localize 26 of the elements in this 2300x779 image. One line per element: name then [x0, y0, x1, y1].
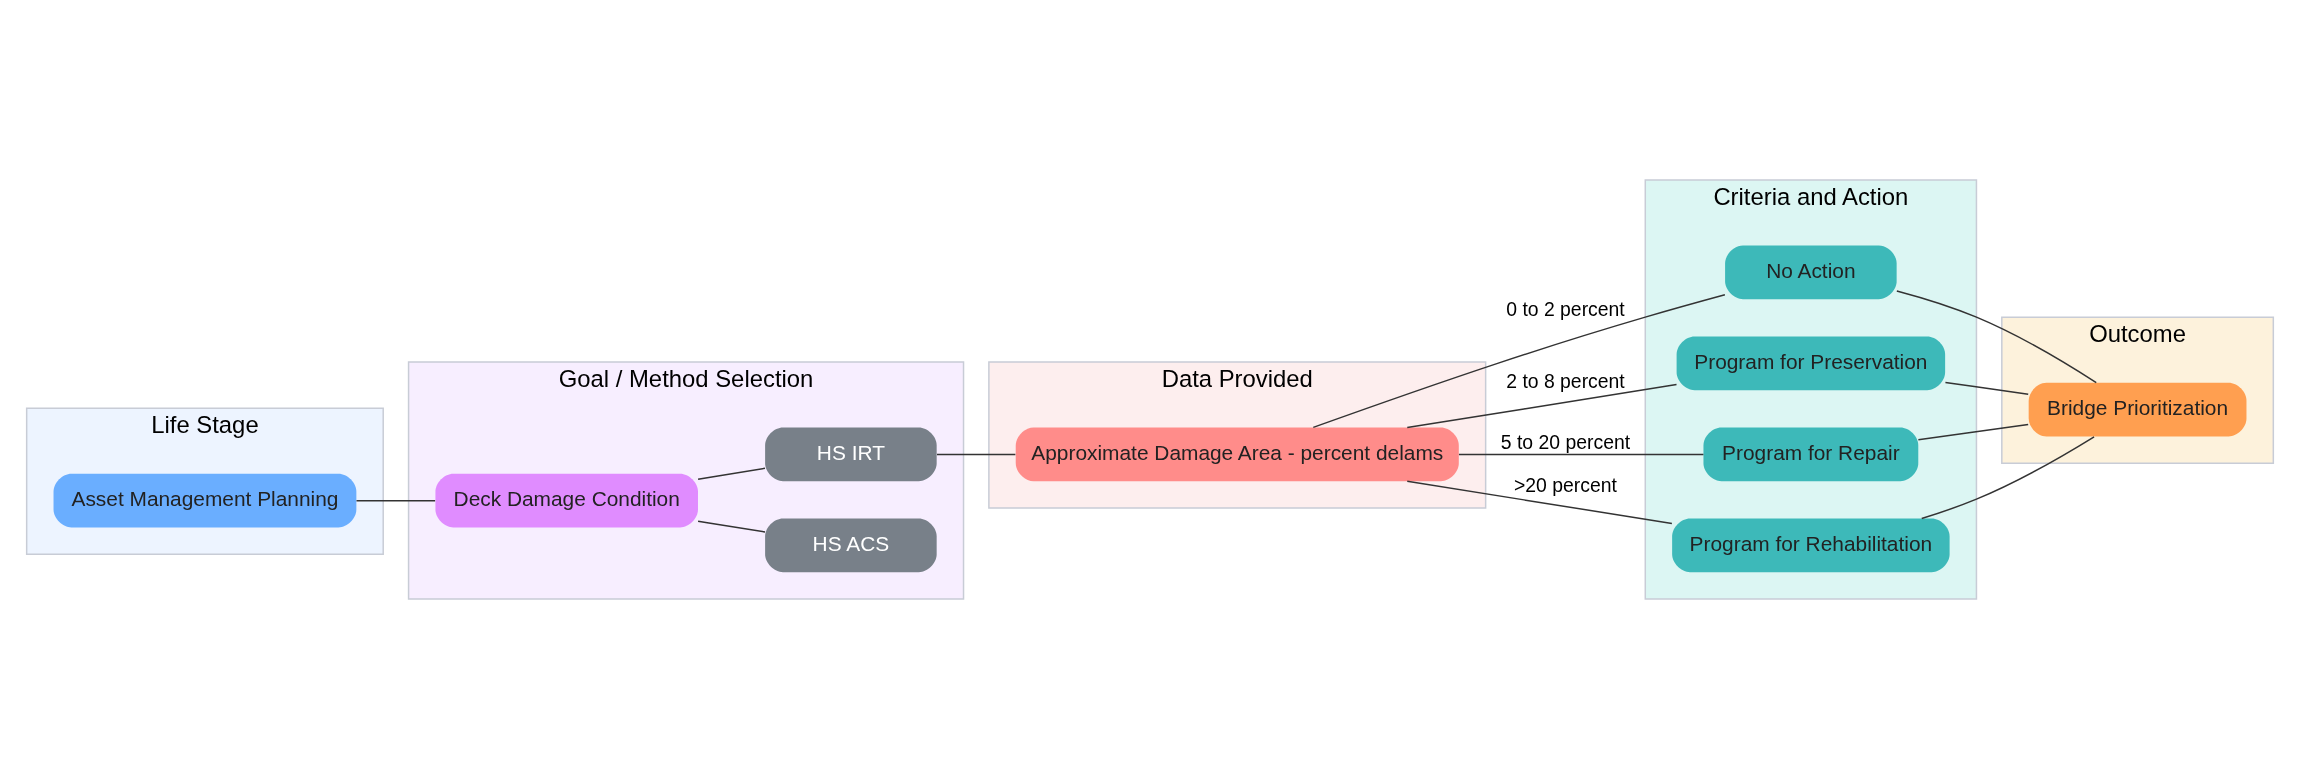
connector [697, 467, 766, 481]
connector [1917, 423, 2029, 441]
edge-label: >20 percent [1514, 474, 1617, 497]
edge-label: 2 to 8 percent [1506, 369, 1625, 392]
edge-label: 5 to 20 percent [1500, 431, 1631, 454]
connector [1406, 383, 1678, 429]
connector [936, 453, 1017, 456]
node-box: Program for Rehabilitation [1672, 518, 1950, 573]
node-box: No Action [1725, 245, 1897, 300]
connector [697, 520, 766, 533]
node-box: Program for Repair [1703, 427, 1919, 482]
node-box: Asset Management Planning [53, 473, 357, 528]
edge-label: 0 to 2 percent [1506, 298, 1625, 321]
connector [1312, 294, 1726, 429]
connector [1944, 381, 2029, 395]
connector [1896, 290, 2097, 384]
node-box: Program for Preservation [1676, 336, 1946, 391]
connector [1406, 480, 1673, 525]
node-box: HS IRT [765, 427, 937, 482]
node-box: HS ACS [765, 518, 937, 573]
node-box: Deck Damage Condition [435, 473, 698, 528]
node-box: Approximate Damage Area - percent delams [1015, 427, 1459, 482]
connector [1458, 453, 1705, 456]
connector [355, 499, 436, 502]
node-box: Bridge Prioritization [2028, 382, 2247, 437]
connector [1920, 436, 2095, 520]
